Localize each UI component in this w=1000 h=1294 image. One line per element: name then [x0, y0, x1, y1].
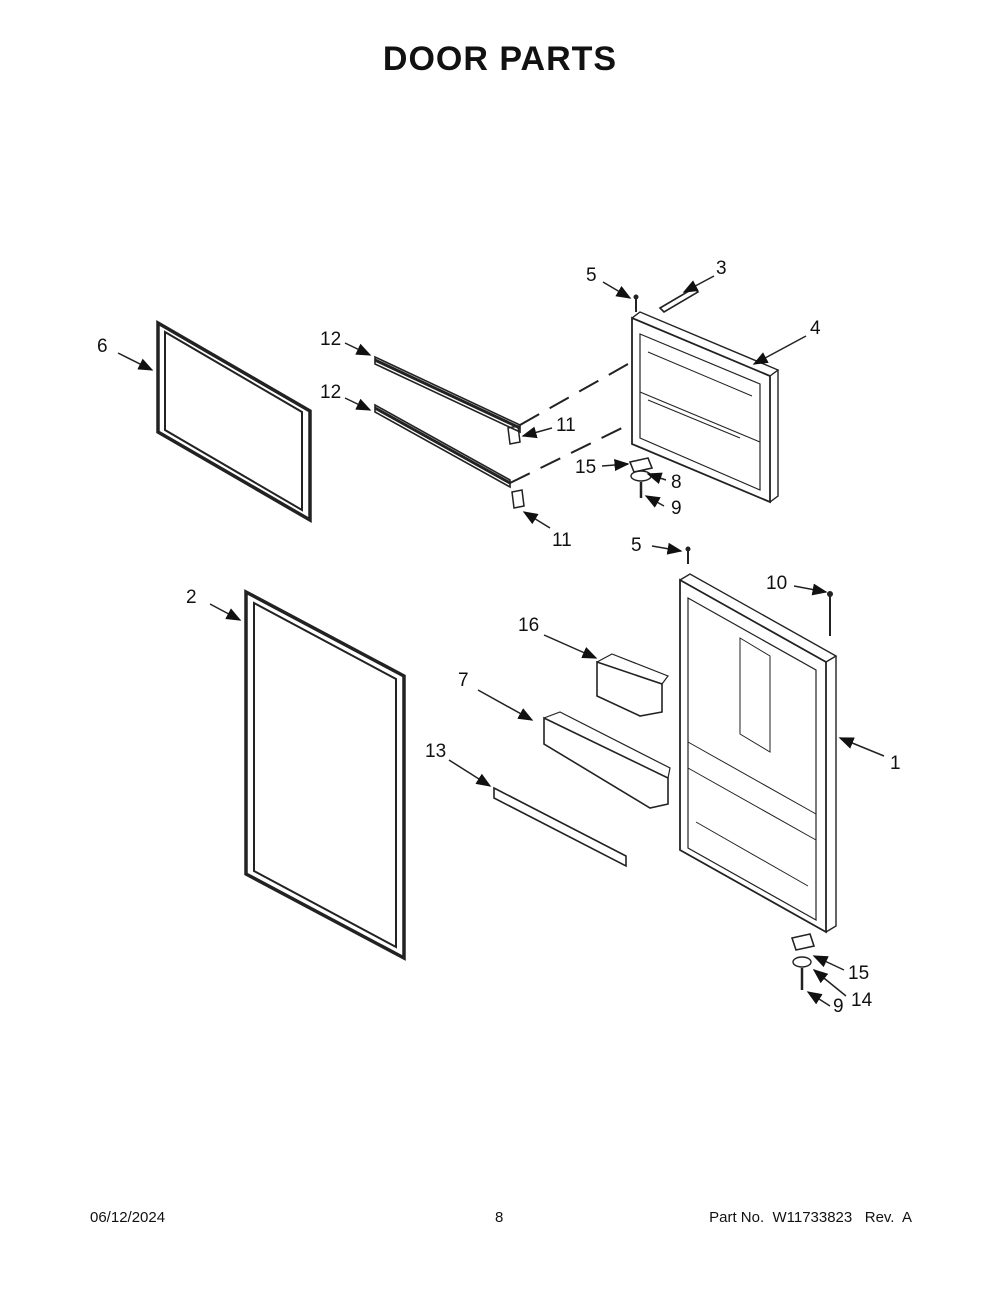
callout-14: 14 [851, 990, 873, 1011]
callout-7: 7 [458, 670, 469, 691]
fresh-food-door [679, 573, 838, 934]
hinge-cover [658, 286, 700, 314]
page-title: DOOR PARTS [382, 40, 618, 78]
callout-9-lower: 9 [833, 996, 844, 1017]
callout-2: 2 [186, 587, 197, 608]
callout-11-upper: 11 [556, 415, 576, 436]
callout-4: 4 [810, 318, 821, 339]
alignment-lines [509, 363, 629, 484]
door-shelf [543, 711, 671, 809]
leader-arrows [117, 275, 885, 1007]
screw-middle [685, 546, 691, 564]
callout-9-upper: 9 [671, 498, 682, 519]
end-cap-lower [511, 489, 525, 509]
trim-strip-upper [374, 355, 521, 434]
footer-date: 06/12/2024 [90, 1209, 166, 1226]
callout-10: 10 [766, 573, 787, 594]
callout-6: 6 [97, 336, 108, 357]
callout-11-lower: 11 [552, 530, 572, 551]
fresh-food-gasket [244, 589, 406, 961]
upper-hinge-hardware [628, 457, 654, 498]
callout-5-upper: 5 [586, 265, 597, 286]
lower-hinge-hardware [790, 933, 816, 990]
callout-8: 8 [671, 472, 682, 493]
callout-12-upper: 12 [320, 329, 341, 350]
freezer-gasket [156, 319, 312, 524]
callout-15-upper: 15 [575, 457, 596, 478]
screw-upper [633, 294, 639, 312]
footer-page-number: 8 [495, 1209, 504, 1226]
footer-part-number: Part No. W11733823 Rev. A [709, 1209, 912, 1226]
freezer-door [631, 311, 780, 504]
shelf-trim [493, 786, 627, 868]
end-cap-upper [507, 425, 521, 445]
trim-strip-lower [374, 403, 511, 489]
callout-3: 3 [716, 258, 727, 279]
door-bin-small [596, 653, 669, 717]
door-stop-screw [827, 591, 833, 636]
callout-16: 16 [518, 615, 539, 636]
callout-15-lower: 15 [848, 963, 869, 984]
callout-1: 1 [890, 753, 901, 774]
callout-5-middle: 5 [631, 535, 642, 556]
callout-13: 13 [425, 741, 446, 762]
callout-12-lower: 12 [320, 382, 341, 403]
